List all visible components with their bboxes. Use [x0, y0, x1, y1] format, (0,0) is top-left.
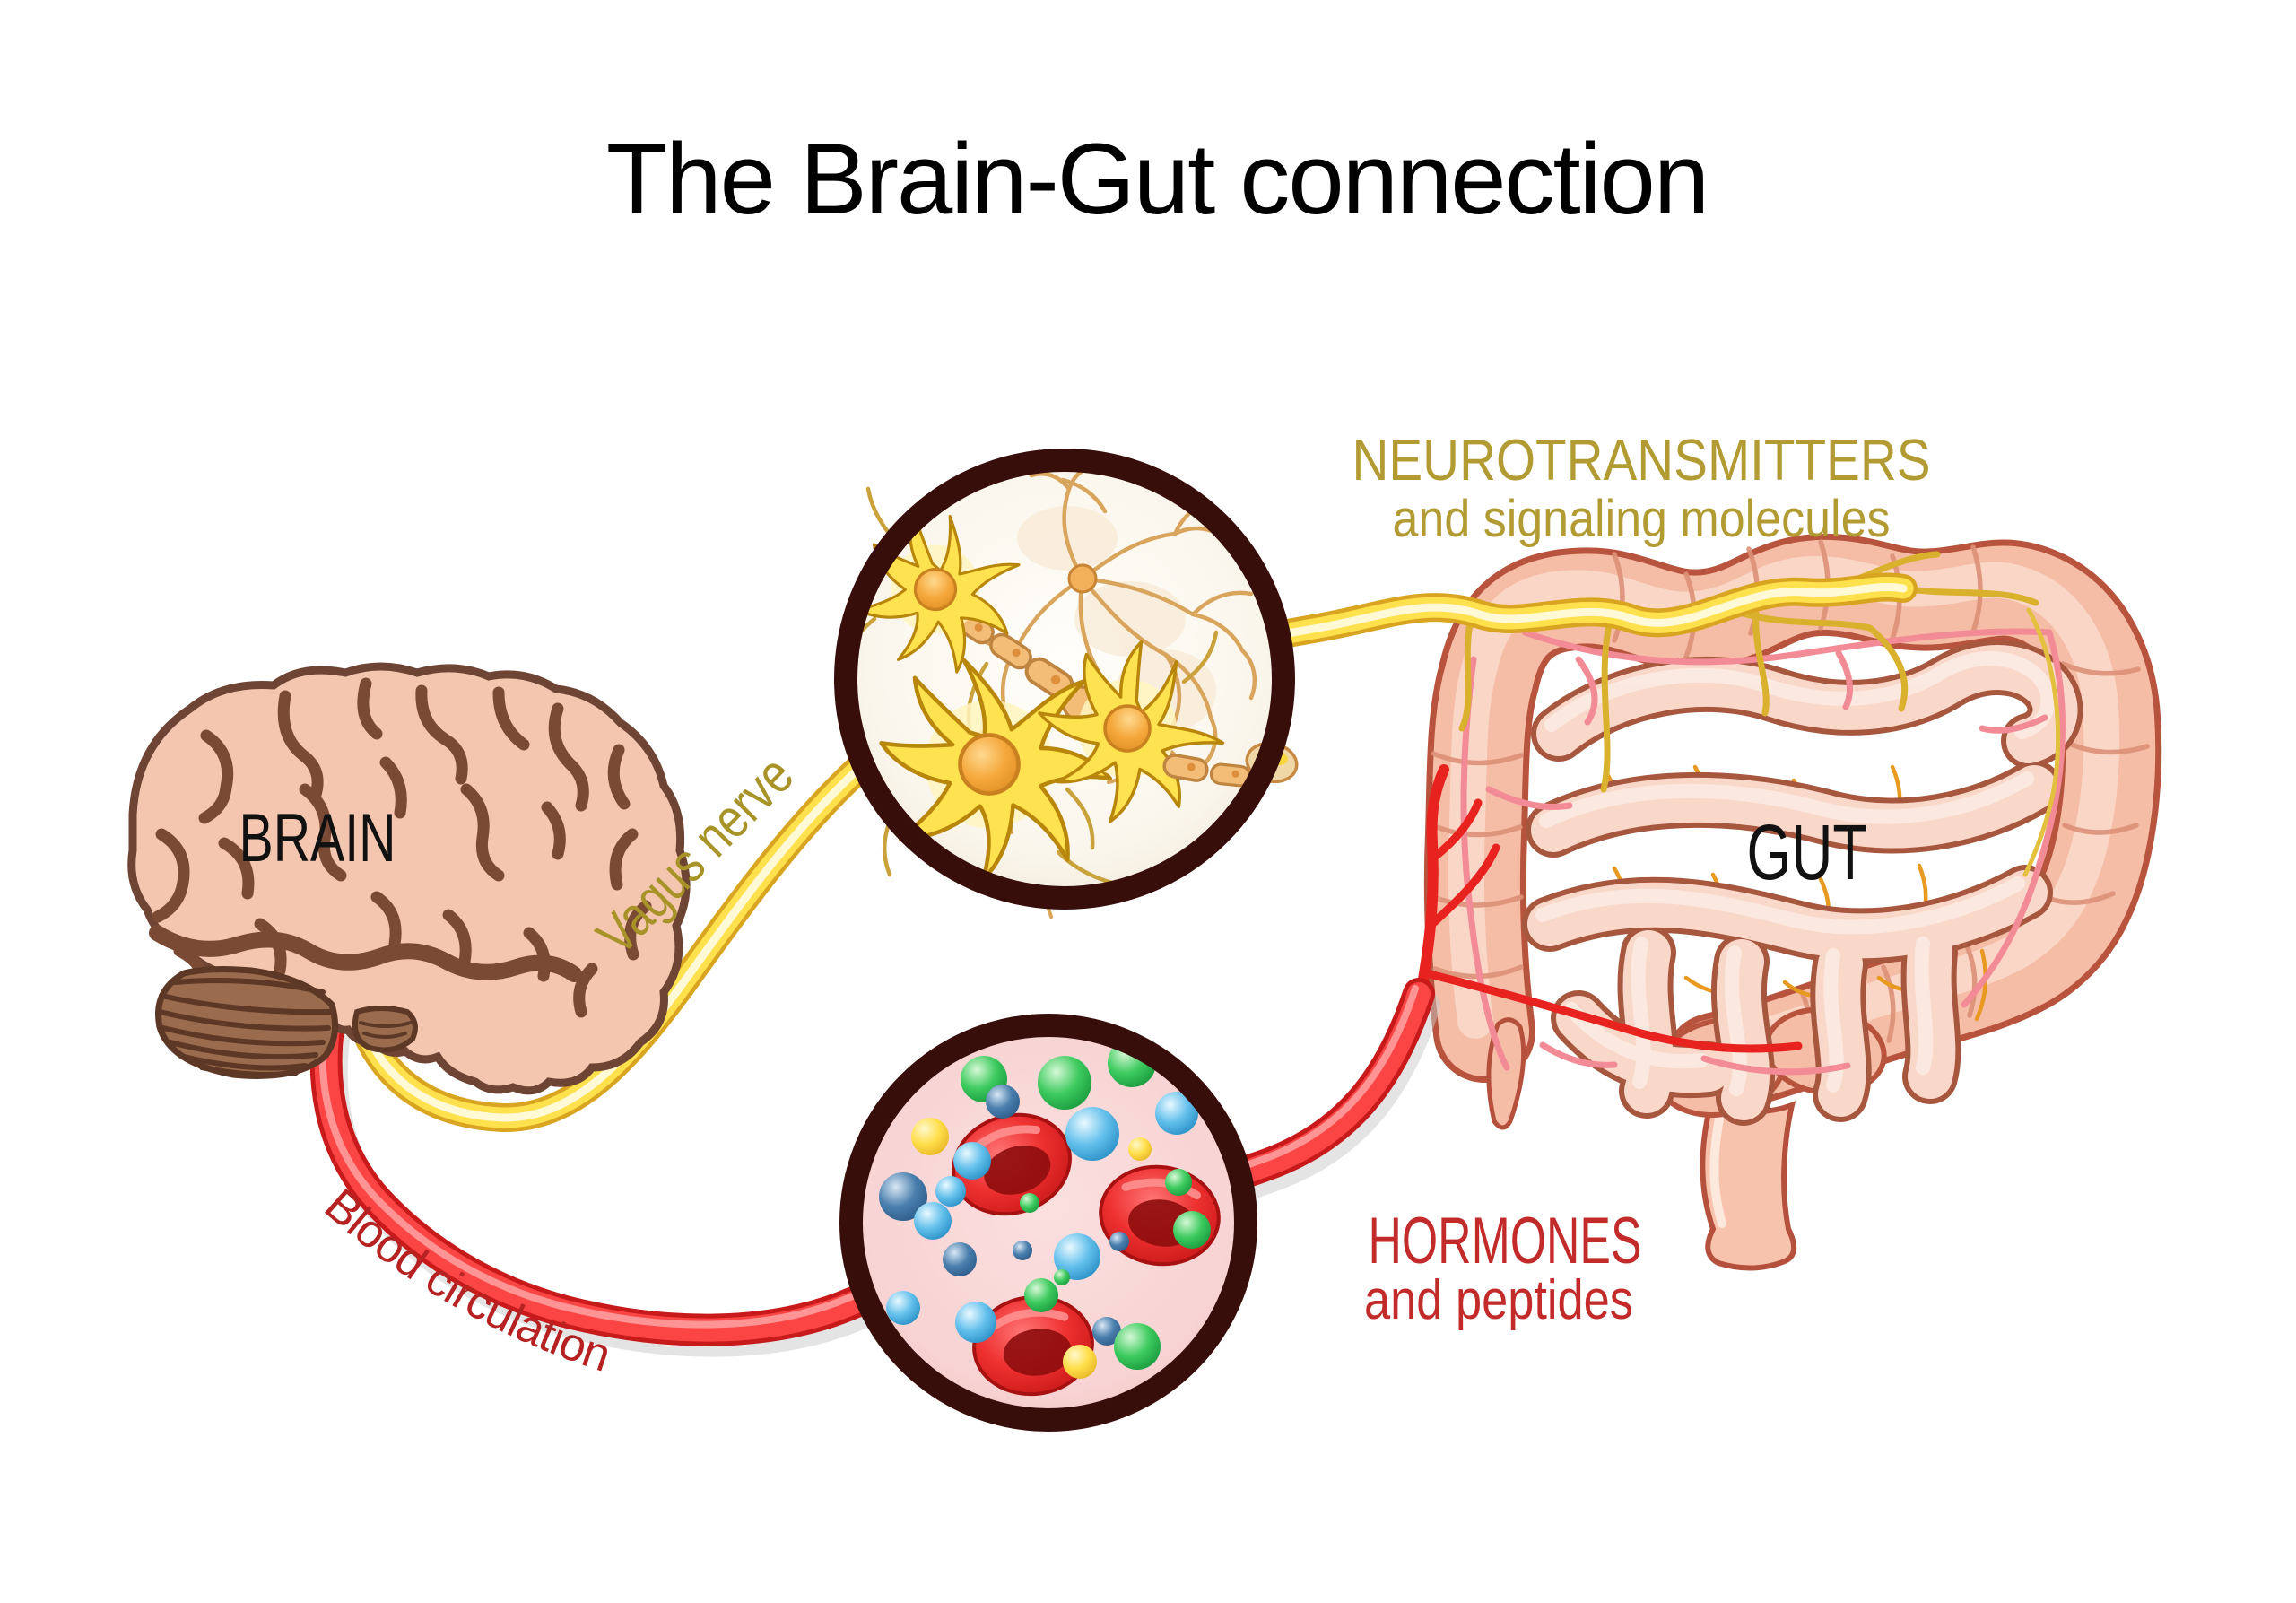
- blood-inset-ring: [839, 1014, 1257, 1432]
- cerebellum-flocculus: [352, 1006, 418, 1053]
- gut-artery-branches: [1422, 798, 1803, 1053]
- page-title: The Brain-Gut connection: [606, 123, 1708, 235]
- peptides-label: and peptides: [1364, 1269, 1633, 1331]
- neurons-inset: [833, 449, 1299, 919]
- cerebellum-flocculus-lines: [359, 1021, 413, 1039]
- vagus-nerve-pathway: [359, 551, 2039, 1118]
- vagus-nerve-gut-branches: [1458, 551, 2039, 793]
- blood-inset-background: [851, 1025, 1246, 1420]
- cerebellum: [155, 966, 339, 1079]
- hormones-label: HORMONES: [1369, 1205, 1642, 1277]
- brain-label: BRAIN: [239, 800, 396, 876]
- rectum-highlight: [1709, 1110, 1726, 1228]
- multipolar-neuron-soma: [1067, 563, 1098, 594]
- neurons-inset-ring: [834, 449, 1295, 910]
- multipolar-neuron: [961, 464, 1257, 772]
- signaling-molecules-label: and signaling molecules: [1393, 490, 1891, 548]
- labels: The Brain-Gut connection BRAIN GUT NEURO…: [239, 123, 1931, 1382]
- brain-lateral-fissure: [149, 925, 582, 982]
- gut-nerve-thread: [2022, 607, 2061, 877]
- gut-illustration: [1413, 542, 2147, 1271]
- blood-cells-inset: [839, 1014, 1257, 1432]
- gut-veins: [1460, 628, 2066, 1076]
- cerebellum-folia-lines: [157, 978, 333, 1077]
- gut-label: GUT: [1747, 809, 1868, 896]
- neurotransmitters-label: NEUROTRANSMITTERS: [1352, 427, 1931, 492]
- brain-illustration: [127, 662, 691, 1095]
